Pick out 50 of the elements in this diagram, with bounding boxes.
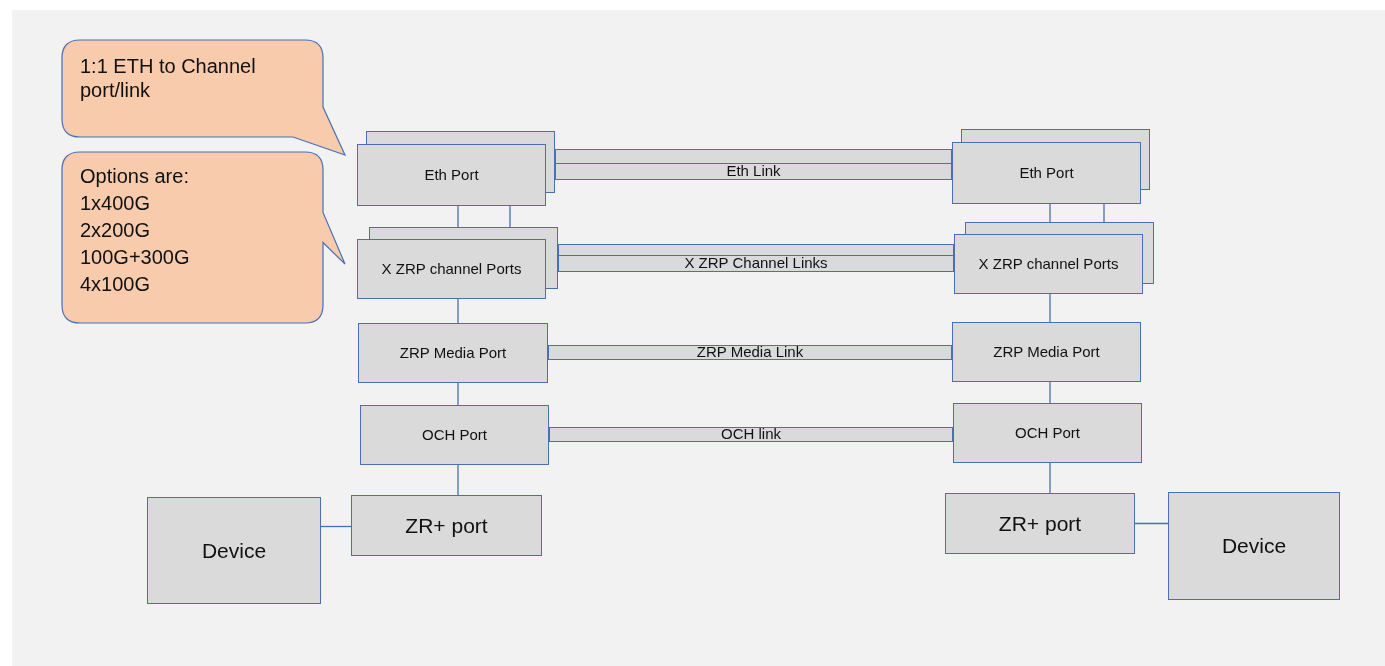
device-label: Device — [201, 538, 267, 563]
port-label: Eth Port — [424, 166, 479, 184]
port-box — [358, 323, 548, 383]
port-label: X ZRP channel Ports — [381, 260, 522, 278]
link-label: ZRP Media Link — [696, 344, 804, 361]
link-label: X ZRP Channel Links — [684, 255, 828, 272]
connector-line — [457, 464, 459, 496]
connector-line — [457, 205, 459, 228]
device-box — [1168, 492, 1340, 600]
connector-line — [457, 298, 459, 324]
port-box — [953, 403, 1142, 463]
port-box — [952, 322, 1141, 382]
stacked-port-box — [954, 222, 1154, 294]
port-label: ZR+ port — [998, 511, 1082, 536]
callout-text: 1x400G — [80, 191, 152, 215]
port-label: ZR+ port — [405, 513, 488, 538]
port-label: Eth Port — [1019, 164, 1074, 182]
callout-text: 4x100G — [80, 272, 152, 296]
callout-text: 1:1 ETH to Channel port/link — [80, 54, 257, 102]
connector-line — [1049, 462, 1051, 494]
connector-line — [1049, 293, 1051, 323]
stacked-link-band — [558, 244, 954, 272]
callout-text: 2x200G — [80, 218, 152, 242]
port-label: ZRP Media Port — [993, 343, 1100, 361]
connector-line — [1103, 203, 1105, 223]
port-box — [360, 405, 549, 465]
connector-line — [1134, 522, 1169, 525]
callout-text: 100G+300G — [80, 245, 191, 269]
stacked-link-band — [555, 149, 952, 180]
connector-line — [1049, 203, 1051, 223]
callout-text: Options are: — [80, 164, 190, 188]
device-box — [147, 497, 321, 604]
port-label: OCH Port — [1015, 424, 1080, 442]
port-label: OCH Port — [422, 426, 487, 444]
link-band — [549, 427, 953, 442]
stacked-port-box — [357, 227, 558, 299]
port-label: ZRP Media Port — [399, 344, 507, 362]
connector-line — [509, 205, 511, 228]
port-label: X ZRP channel Ports — [978, 255, 1119, 273]
connector-line — [320, 525, 352, 528]
port-box — [351, 495, 542, 556]
device-label: Device — [1221, 534, 1287, 558]
stacked-port-box — [357, 131, 555, 206]
link-label: OCH link — [721, 426, 781, 443]
port-box — [945, 493, 1135, 554]
connector-line — [457, 382, 459, 406]
link-band — [548, 345, 952, 360]
connector-line — [1049, 381, 1051, 404]
stacked-port-box — [952, 129, 1150, 204]
link-label: Eth Link — [726, 163, 781, 180]
